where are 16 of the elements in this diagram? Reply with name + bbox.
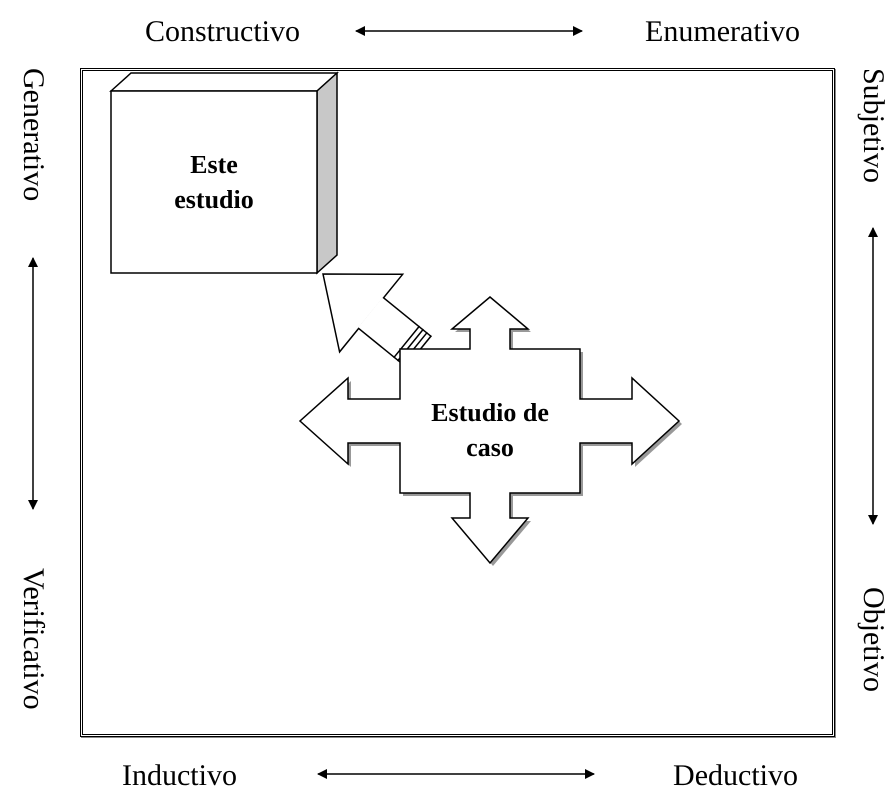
axis-label: Generativo xyxy=(16,68,51,202)
axis-label: Deductivo xyxy=(673,758,798,791)
double-arrow xyxy=(317,769,595,779)
axis-label: Verificativo xyxy=(16,568,51,710)
shape-label: Estudio de caso xyxy=(430,396,550,464)
double-arrow xyxy=(28,257,38,510)
box-label: Este estudio xyxy=(173,148,255,216)
axis-label: Constructivo xyxy=(145,14,300,50)
double-arrow xyxy=(868,227,878,525)
axis-label: Enumerativo xyxy=(645,14,800,50)
axis-label: Subjetivo xyxy=(856,68,891,184)
axis-label: Objetivo xyxy=(856,587,891,692)
double-arrow xyxy=(355,26,583,36)
frame-box xyxy=(80,68,835,737)
four-way-arrow-shape xyxy=(299,296,681,566)
axis-label: Inductivo xyxy=(122,758,237,791)
